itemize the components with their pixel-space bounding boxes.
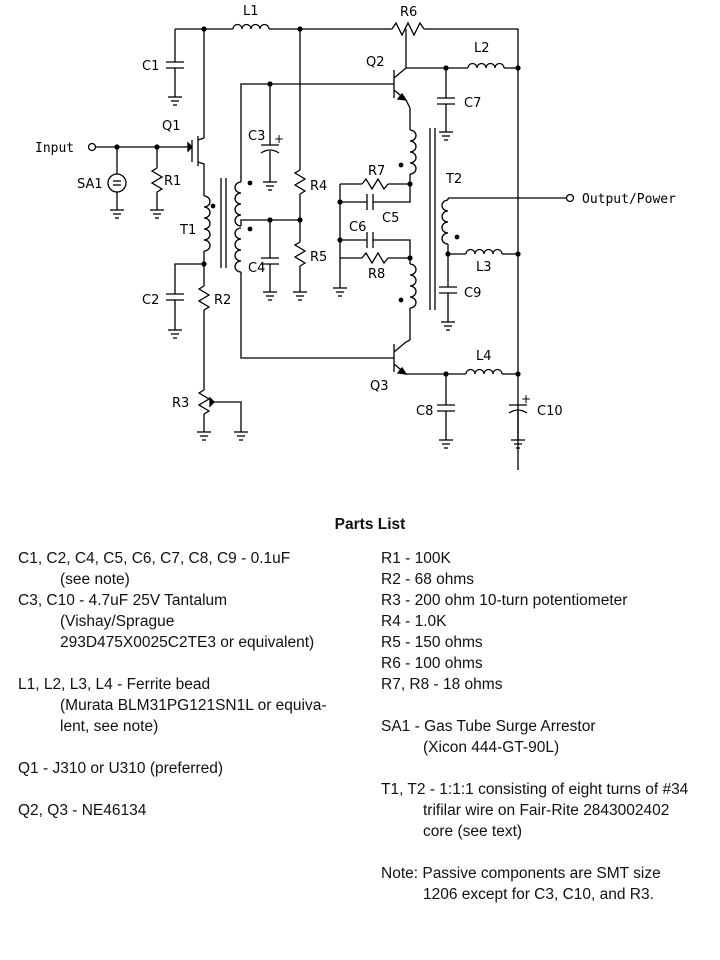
parts-list-left-column: C1, C2, C4, C5, C6, C7, C8, C9 - 0.1uF (… bbox=[18, 548, 368, 821]
label-q3: Q3 bbox=[370, 379, 389, 394]
parts-list-title: Parts List bbox=[334, 516, 406, 533]
label-output: Output/Power bbox=[582, 192, 676, 207]
label-t1: T1 bbox=[179, 223, 196, 238]
parts-entry-ferrite: L1, L2, L3, L4 - Ferrite bead (Murata BL… bbox=[18, 676, 327, 735]
label-r4: R4 bbox=[310, 179, 327, 194]
parts-entry-r3: R3 - 200 ohm 10-turn potentiometer bbox=[381, 592, 628, 609]
parts-entry-q2-q3: Q2, Q3 - NE46134 bbox=[18, 802, 147, 819]
label-q2: Q2 bbox=[366, 55, 385, 70]
parts-entry-r4: R4 - 1.0K bbox=[381, 613, 447, 630]
label-l4: L4 bbox=[476, 349, 492, 364]
label-t2: T2 bbox=[445, 172, 462, 187]
label-c3-plus: + bbox=[274, 132, 284, 146]
label-r6: R6 bbox=[400, 5, 417, 20]
parts-list-right-column: R1 - 100K R2 - 68 ohms R3 - 200 ohm 10-t… bbox=[381, 548, 716, 905]
parts-entry-r2: R2 - 68 ohms bbox=[381, 571, 475, 588]
parts-entry-tantalum: C3, C10 - 4.7uF 25V Tantalum (Vishay/Spr… bbox=[18, 592, 315, 651]
label-r2: R2 bbox=[214, 293, 231, 308]
label-c4: C4 bbox=[248, 261, 265, 276]
label-c1: C1 bbox=[142, 59, 159, 74]
label-c2: C2 bbox=[142, 293, 159, 308]
label-l1: L1 bbox=[243, 4, 259, 19]
label-l2: L2 bbox=[474, 41, 490, 56]
label-c10-plus: + bbox=[521, 392, 531, 406]
schematic-diagram: L1 R6 C1 Q2 L2 Q1 C3 + C7 Input R7 T2 SA… bbox=[35, 4, 676, 470]
label-c9: C9 bbox=[464, 286, 481, 301]
label-c7: C7 bbox=[464, 96, 481, 111]
label-c5: C5 bbox=[382, 211, 399, 226]
label-q1: Q1 bbox=[162, 119, 181, 134]
label-r8: R8 bbox=[368, 267, 385, 282]
parts-list: Parts List C1, C2, C4, C5, C6, C7, C8, C… bbox=[0, 500, 720, 960]
parts-entry-r5: R5 - 150 ohms bbox=[381, 634, 483, 651]
label-r5: R5 bbox=[310, 250, 327, 265]
label-c3: C3 bbox=[248, 129, 265, 144]
parts-entry-capacitors: C1, C2, C4, C5, C6, C7, C8, C9 - 0.1uF (… bbox=[18, 550, 291, 588]
parts-entry-r7-r8: R7, R8 - 18 ohms bbox=[381, 676, 503, 693]
parts-entry-r1: R1 - 100K bbox=[381, 550, 451, 567]
label-input: Input bbox=[35, 141, 74, 156]
label-l3: L3 bbox=[476, 260, 492, 275]
parts-entry-sa1: SA1 - Gas Tube Surge Arrestor (Xicon 444… bbox=[381, 718, 596, 756]
label-c6: C6 bbox=[349, 220, 366, 235]
label-r1: R1 bbox=[164, 174, 181, 189]
label-c8: C8 bbox=[416, 404, 433, 419]
label-sa1: SA1 bbox=[77, 177, 103, 192]
parts-entry-r6: R6 - 100 ohms bbox=[381, 655, 483, 672]
label-r7: R7 bbox=[368, 164, 385, 179]
parts-entry-q1: Q1 - J310 or U310 (preferred) bbox=[18, 760, 224, 777]
label-r3: R3 bbox=[172, 396, 189, 411]
parts-entry-t1-t2: T1, T2 - 1:1:1 consisting of eight turns… bbox=[381, 781, 689, 840]
label-c10: C10 bbox=[537, 404, 563, 419]
parts-entry-note: Note: Passive components are SMT size 12… bbox=[381, 865, 661, 903]
